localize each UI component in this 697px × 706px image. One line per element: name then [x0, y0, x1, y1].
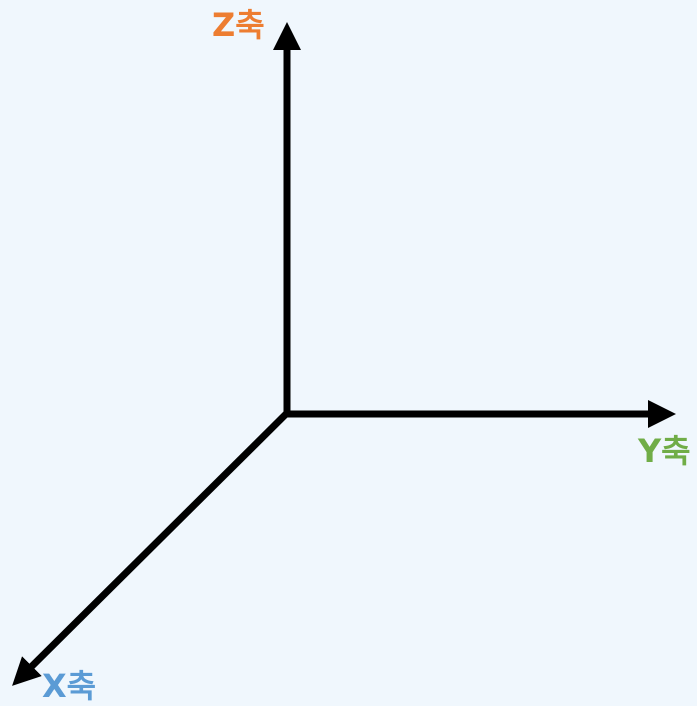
x-axis-label: X축	[42, 667, 96, 705]
y-axis-label: Y축	[637, 432, 691, 470]
z-axis-label: Z축	[212, 6, 265, 44]
x-axis-line	[12, 411, 289, 686]
